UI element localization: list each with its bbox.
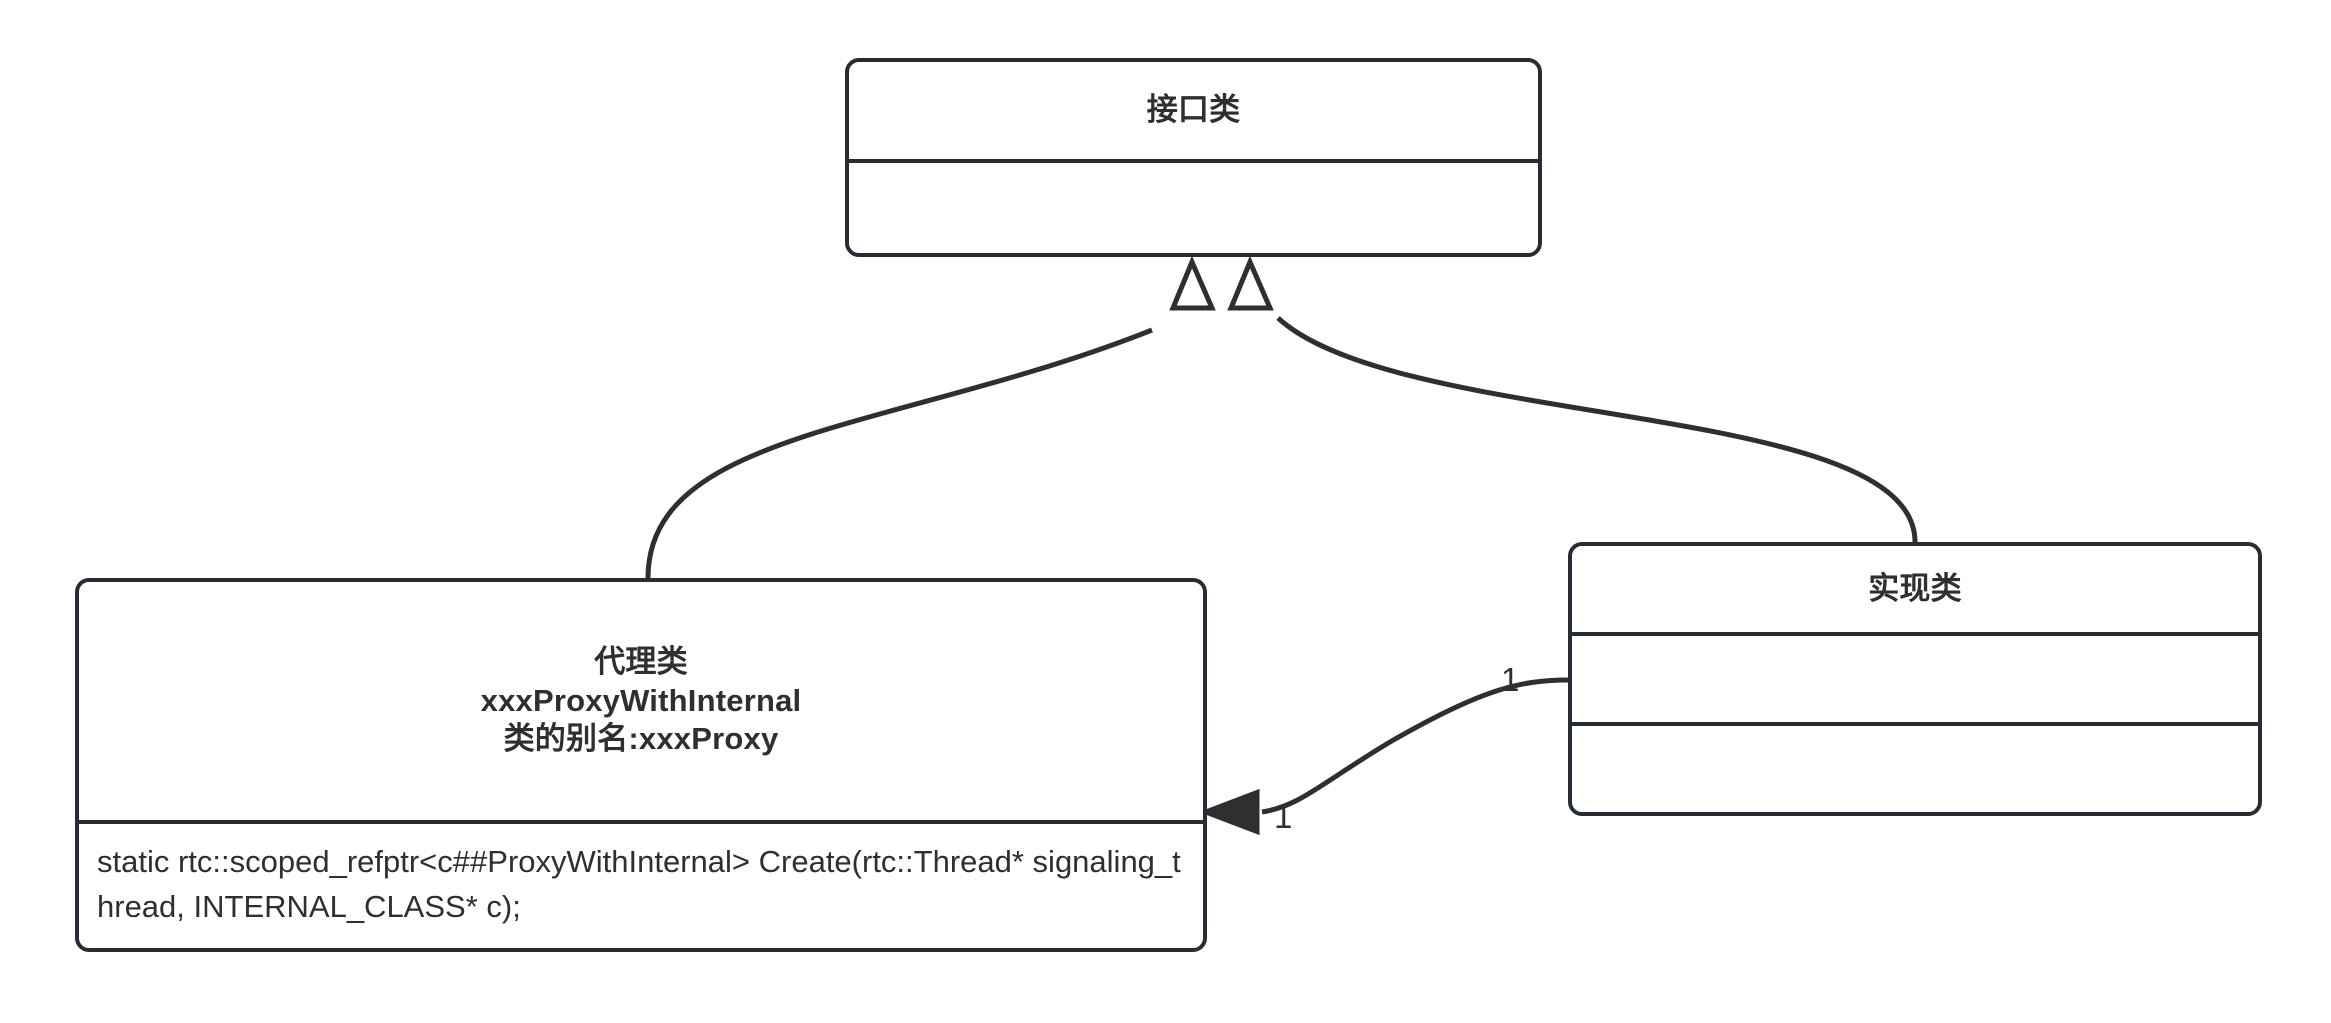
generalization-line-proxy [645, 327, 1153, 579]
filled-arrowhead-association [1198, 788, 1260, 836]
class-proxy-title-compartment: 代理类 xxxProxyWithInternal 类的别名:xxxProxy [79, 582, 1203, 820]
class-proxy-methods-compartment: static rtc::scoped_refptr<c##ProxyWithIn… [79, 820, 1203, 948]
class-proxy-method-signature: static rtc::scoped_refptr<c##ProxyWithIn… [97, 844, 1181, 924]
edge-impl-association-proxy [1198, 677, 1569, 836]
hollow-triangle-arrowhead-proxy [1169, 255, 1216, 311]
hollow-triangle-arrowhead-impl [1227, 255, 1274, 311]
class-interface-members-compartment [849, 159, 1538, 253]
class-proxy-title: 代理类 xxxProxyWithInternal 类的别名:xxxProxy [480, 643, 802, 757]
generalization-line-impl [1276, 316, 1918, 543]
association-line [1261, 677, 1569, 815]
class-impl-attributes-compartment [1572, 632, 2258, 722]
class-impl-title: 实现类 [1868, 570, 1962, 606]
multiplicity-label-proxy-end: 1 [1274, 798, 1293, 835]
class-box-interface[interactable]: 接口类 [845, 58, 1542, 257]
class-impl-title-compartment: 实现类 [1572, 546, 2258, 632]
class-box-implementation[interactable]: 实现类 [1568, 542, 2262, 816]
edge-impl-implements-interface [1227, 255, 1918, 543]
class-impl-methods-compartment [1572, 722, 2258, 812]
multiplicity-label-impl-end: 1 [1501, 661, 1520, 698]
edge-proxy-implements-interface [645, 255, 1216, 579]
class-box-proxy[interactable]: 代理类 xxxProxyWithInternal 类的别名:xxxProxy s… [75, 578, 1207, 952]
class-interface-title: 接口类 [1146, 92, 1241, 128]
class-interface-title-compartment: 接口类 [849, 62, 1538, 159]
